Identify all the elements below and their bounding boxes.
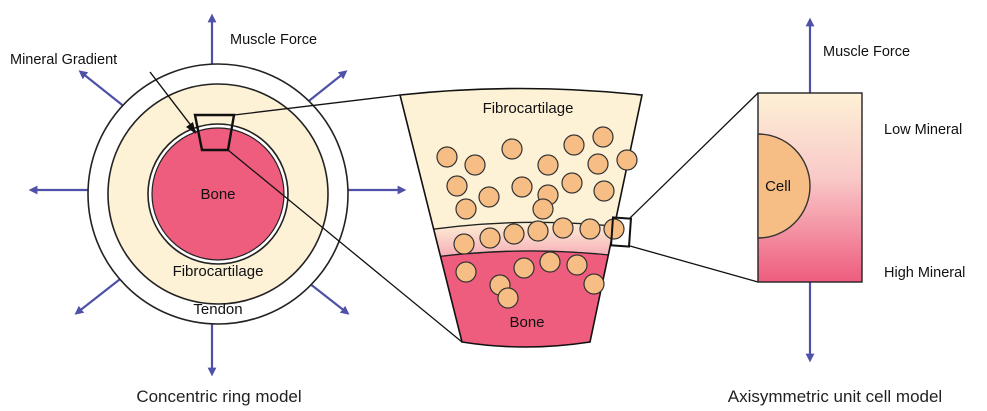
cell [454, 234, 474, 254]
fibrocartilage-label-middle: Fibrocartilage [483, 100, 574, 117]
enlarged-wedge: Fibrocartilage Bone [380, 80, 660, 360]
cell [447, 176, 467, 196]
cell-label: Cell [765, 178, 791, 195]
muscle-force-label-right: Muscle Force [823, 44, 910, 60]
muscle-force-label-left: Muscle Force [230, 32, 317, 48]
cell [456, 199, 476, 219]
cell [540, 252, 560, 272]
cell [437, 147, 457, 167]
low-mineral-label: Low Mineral [884, 122, 962, 138]
cell [502, 139, 522, 159]
cell [594, 181, 614, 201]
concentric-ring-caption: Concentric ring model [136, 387, 301, 406]
cell [553, 218, 573, 238]
cell [456, 262, 476, 282]
cell [498, 288, 518, 308]
cell [584, 274, 604, 294]
cell [564, 135, 584, 155]
mineral-gradient-label: Mineral Gradient [10, 52, 117, 68]
cell [593, 127, 613, 147]
cell [533, 199, 553, 219]
bone-label-left: Bone [200, 186, 235, 203]
tendon-label: Tendon [193, 301, 242, 318]
arrow-lower-left [78, 276, 124, 312]
cell [512, 177, 532, 197]
cell [588, 154, 608, 174]
zoom-lines-right [630, 93, 758, 282]
axisymmetric-unit-cell: Cell Muscle Force Low Mineral High Miner… [728, 22, 966, 406]
cell [580, 219, 600, 239]
bone-label-middle: Bone [509, 314, 544, 331]
high-mineral-label: High Mineral [884, 265, 965, 281]
unit-cell-caption: Axisymmetric unit cell model [728, 387, 942, 406]
cell [567, 255, 587, 275]
cell [465, 155, 485, 175]
cell [604, 219, 624, 239]
cell [479, 187, 499, 207]
cell [528, 221, 548, 241]
cell [480, 228, 500, 248]
cell [617, 150, 637, 170]
concentric-ring-model: Mineral Gradient Muscle Force Bone Fibro… [10, 18, 402, 406]
cell [504, 224, 524, 244]
cell [562, 173, 582, 193]
cell [538, 155, 558, 175]
cell [514, 258, 534, 278]
fibrocartilage-label-left: Fibrocartilage [173, 263, 264, 280]
arrow-upper-left [82, 73, 126, 108]
